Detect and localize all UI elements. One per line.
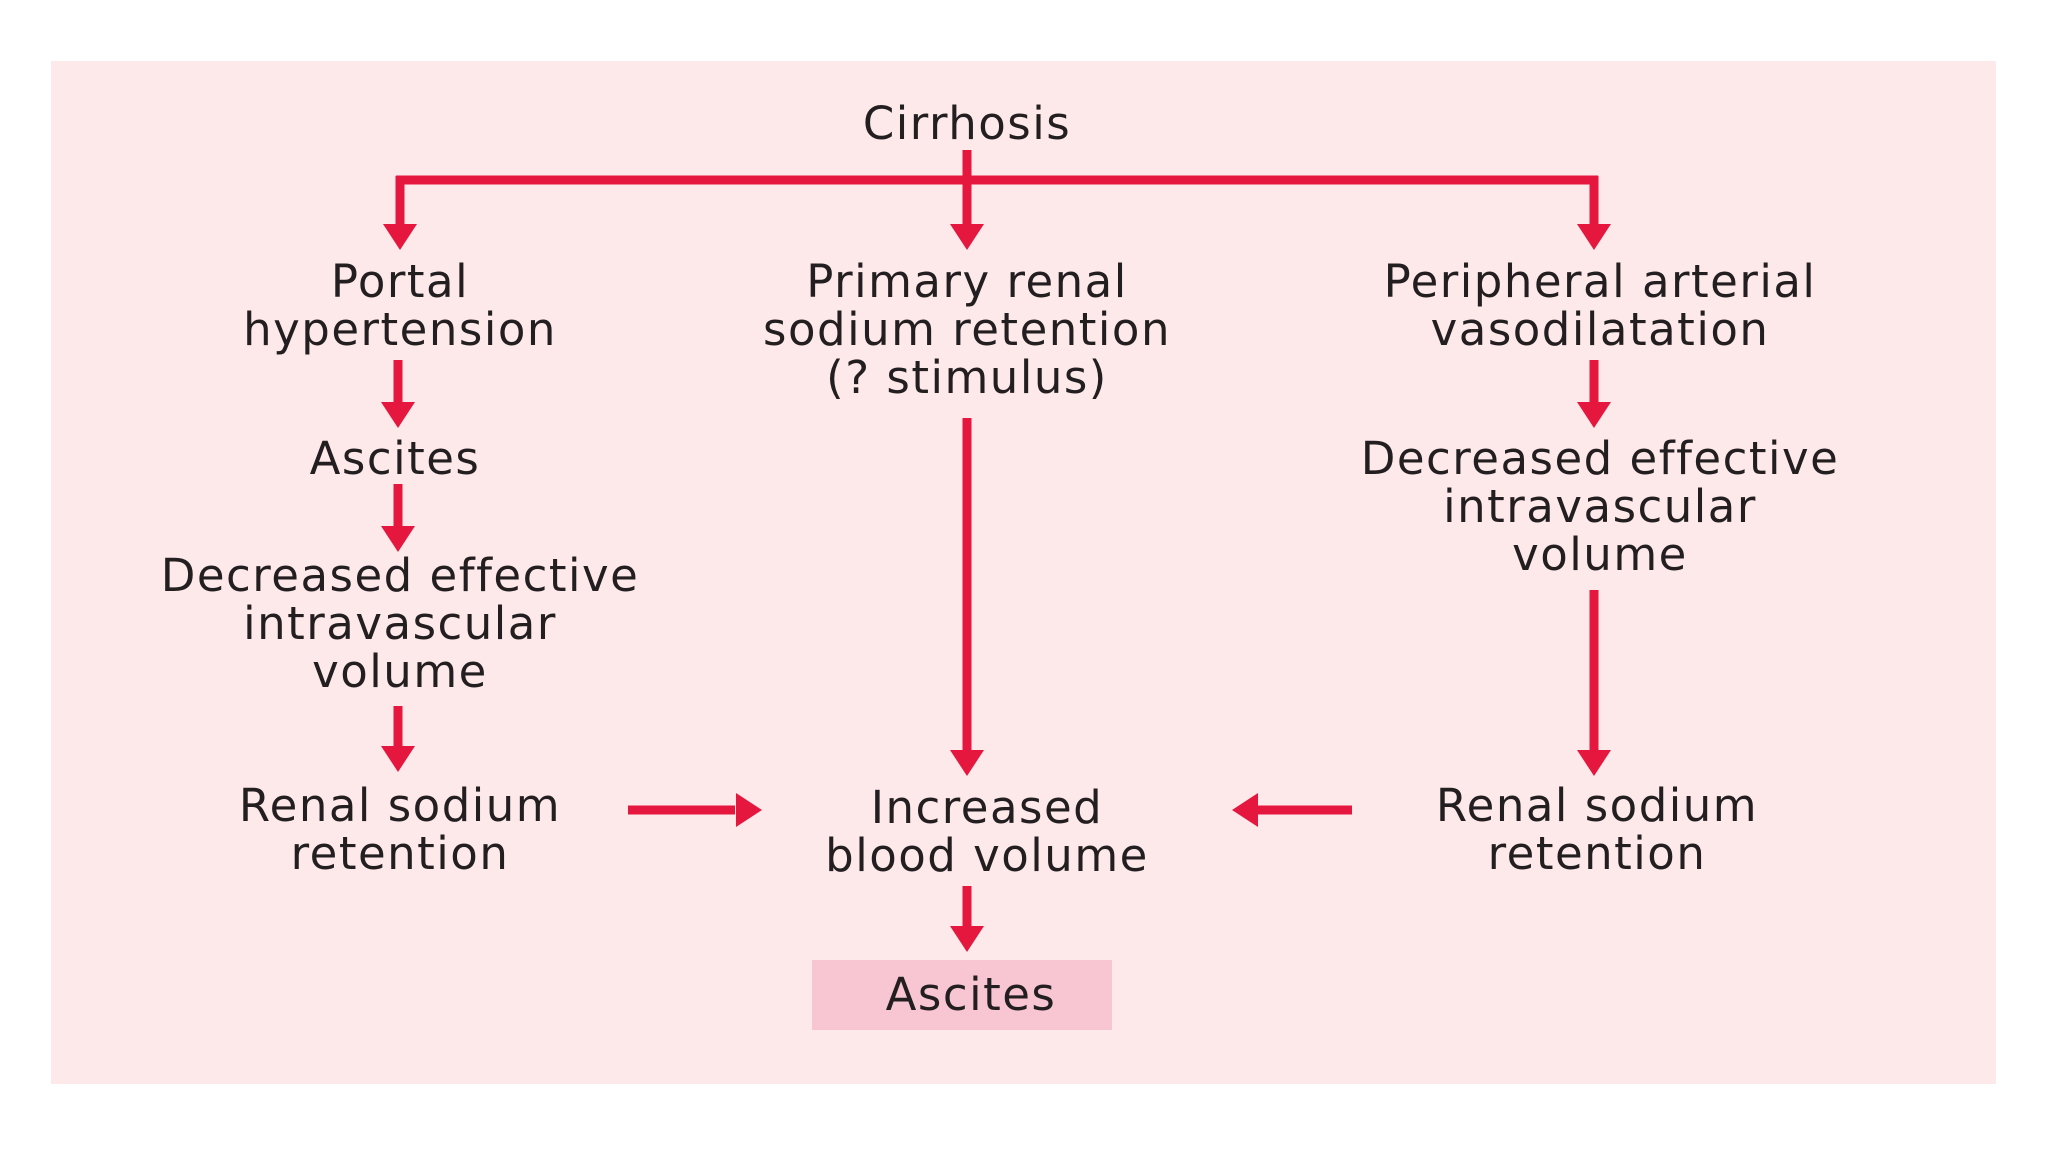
final-outcome-highlight [812, 960, 1112, 1030]
node-line: volume [312, 645, 488, 698]
arrow-to-peripheral-vasodilatation-head [1577, 224, 1611, 250]
arrow-to-ascites-left-head [381, 402, 415, 428]
node-line: Ascites [885, 968, 1057, 1021]
node-line: retention [290, 827, 510, 880]
arrow-right-to-center-head [1232, 793, 1258, 827]
node-line: Decreased effective [160, 549, 640, 602]
node-line: Cirrhosis [862, 97, 1072, 150]
node-line: Peripheral arterial [1383, 255, 1817, 308]
node-line: Increased [870, 781, 1104, 834]
node-line: Primary renal [806, 255, 1128, 308]
node-increased-blood-volume: Increased blood volume [825, 784, 1149, 880]
arrow-to-renal-retention-left-head [381, 746, 415, 772]
node-line: intravascular [243, 597, 557, 650]
node-cirrhosis: Cirrhosis [863, 100, 1071, 148]
node-ascites-final: Ascites [886, 971, 1057, 1019]
node-line: retention [1487, 827, 1707, 880]
arrow-left-to-center-head [736, 793, 762, 827]
node-ascites-left: Ascites [310, 435, 481, 483]
node-decreased-volume-left: Decreased effective intravascular volume [161, 552, 640, 696]
diagram-background [51, 61, 1996, 1084]
node-line: (? stimulus) [826, 351, 1108, 404]
arrow-to-renal-retention-right-head [1577, 750, 1611, 776]
node-peripheral-arterial-vasodilatation: Peripheral arterial vasodilatation [1384, 258, 1817, 354]
node-line: Renal sodium [238, 779, 562, 832]
node-line: intravascular [1443, 480, 1757, 533]
node-portal-hypertension: Portal hypertension [243, 258, 557, 354]
node-primary-renal-sodium-retention: Primary renal sodium retention (? stimul… [763, 258, 1171, 402]
node-line: Portal [330, 255, 470, 308]
node-line: Ascites [309, 432, 481, 485]
node-line: Decreased effective [1360, 432, 1840, 485]
node-line: hypertension [243, 303, 557, 356]
node-line: volume [1512, 528, 1688, 581]
node-line: vasodilatation [1430, 303, 1770, 356]
node-decreased-volume-right: Decreased effective intravascular volume [1361, 435, 1840, 579]
arrow-to-primary-renal-head [950, 224, 984, 250]
node-renal-sodium-retention-left: Renal sodium retention [239, 782, 561, 878]
arrow-to-decreased-volume-right-head [1577, 402, 1611, 428]
node-line: sodium retention [763, 303, 1171, 356]
arrow-to-increased-blood-volume-head [950, 750, 984, 776]
arrow-to-ascites-final-head [950, 926, 984, 952]
node-line: blood volume [825, 829, 1149, 882]
arrow-to-decreased-volume-left-head [381, 526, 415, 552]
arrow-to-portal-hypertension-head [383, 224, 417, 250]
node-line: Renal sodium [1435, 779, 1759, 832]
node-renal-sodium-retention-right: Renal sodium retention [1436, 782, 1758, 878]
